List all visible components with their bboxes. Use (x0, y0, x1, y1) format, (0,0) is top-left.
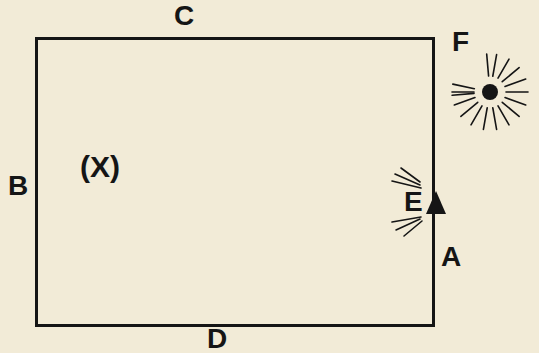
side-label: D (207, 325, 227, 353)
square-region: (X) (35, 37, 435, 327)
point-label: F (452, 28, 469, 56)
light-source-dot (482, 84, 498, 100)
light-rays (452, 54, 528, 129)
region-label: (X) (80, 152, 120, 182)
triangle-symbol (426, 191, 446, 214)
side-label: A (441, 243, 461, 271)
side-label: B (8, 172, 28, 200)
side-label: C (174, 2, 194, 30)
light-rays (392, 168, 422, 236)
point-label: E (404, 188, 423, 216)
